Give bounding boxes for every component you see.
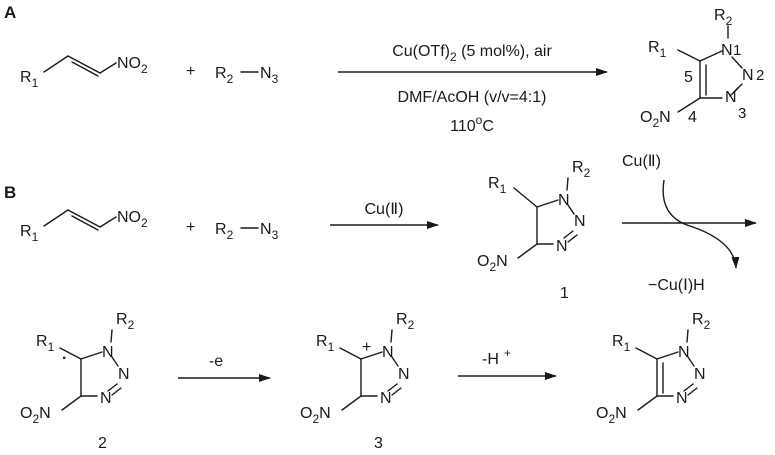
svg-text:O2N: O2N	[596, 405, 627, 426]
svg-text:O2N: O2N	[640, 109, 671, 130]
svg-text:N: N	[676, 390, 688, 407]
cation-intermediate-3: R2 N N N R1 + O2N	[300, 311, 415, 426]
svg-text:R1: R1	[612, 333, 631, 354]
svg-text:N: N	[556, 238, 568, 255]
compound-label-2: 2	[98, 435, 107, 452]
panel-label-b: B	[4, 183, 16, 202]
compound-label-1: 1	[560, 285, 569, 302]
svg-text:2: 2	[756, 67, 764, 84]
svg-text:R2: R2	[714, 7, 733, 28]
svg-text:O2N: O2N	[300, 405, 331, 426]
compound-label-3: 3	[374, 435, 383, 452]
svg-text:NO2: NO2	[117, 209, 148, 230]
svg-text:R1: R1	[20, 69, 39, 90]
condition-temperature: 110oC	[450, 113, 494, 135]
svg-text:4: 4	[688, 109, 697, 126]
svg-text:R2: R2	[572, 159, 591, 180]
svg-text:R1: R1	[316, 333, 335, 354]
nitroalkene-b: R1 NO2	[20, 209, 148, 244]
final-triazole-product: R2 N N N R1 O2N	[596, 311, 711, 426]
svg-text:N: N	[100, 390, 112, 407]
svg-text:N: N	[380, 390, 392, 407]
azide-a: R2 N3	[215, 65, 279, 86]
svg-text:R2: R2	[692, 311, 711, 332]
svg-text:N: N	[118, 366, 130, 383]
svg-text:N: N	[694, 366, 706, 383]
plus-sign-b: +	[186, 219, 195, 236]
catalyst-in-label: Cu(Ⅱ)	[622, 153, 661, 170]
svg-text:R2: R2	[396, 311, 415, 332]
svg-text:R2: R2	[116, 311, 135, 332]
svg-text:+: +	[362, 339, 371, 356]
svg-text:O2N: O2N	[20, 405, 51, 426]
svg-text:N: N	[102, 344, 114, 361]
product-triazole-a: R2 N 1 N 2 N 3 5 4 R1 O2N	[640, 7, 764, 130]
panel-label-a: A	[4, 3, 16, 22]
svg-text:N: N	[398, 366, 410, 383]
svg-text:·: ·	[62, 350, 67, 367]
step-electron-loss: -e	[209, 353, 223, 370]
svg-text:3: 3	[738, 105, 746, 122]
catalyst-out-label: −Cu(Ⅰ)H	[648, 277, 705, 294]
svg-text:5: 5	[684, 69, 693, 86]
svg-text:R2: R2	[215, 65, 234, 86]
svg-text:N: N	[721, 42, 733, 59]
svg-text:R1: R1	[648, 39, 667, 60]
radical-intermediate-2: R2 N N N R1 · O2N	[20, 311, 135, 426]
condition-solvent: DMF/AcOH (v/v=4:1)	[398, 89, 547, 106]
condition-catalyst: Cu(OTf)2 (5 mol%), air	[392, 43, 552, 64]
svg-text:R1: R1	[488, 175, 507, 196]
svg-text:1: 1	[733, 42, 741, 59]
svg-text:N: N	[382, 344, 394, 361]
nitroalkene-a: R1 NO2	[20, 55, 148, 90]
svg-text:R2: R2	[215, 221, 234, 242]
triazoline-1: R2 N N N R1 O2N	[477, 159, 591, 274]
svg-text:N3: N3	[260, 221, 279, 242]
catalytic-arrow	[622, 179, 757, 269]
condition-cu-ii: Cu(Ⅱ)	[365, 201, 404, 218]
svg-text:O2N: O2N	[477, 253, 508, 274]
svg-text:N: N	[725, 89, 737, 106]
svg-text:R1: R1	[20, 223, 39, 244]
svg-text:N: N	[574, 213, 586, 230]
svg-text:N: N	[742, 67, 754, 84]
step-proton-loss: -H+	[482, 346, 511, 368]
svg-text:N3: N3	[260, 65, 279, 86]
azide-b: R2 N3	[215, 221, 279, 242]
svg-text:N: N	[558, 192, 570, 209]
plus-sign-a: +	[186, 63, 195, 80]
svg-text:NO2: NO2	[117, 55, 148, 76]
svg-text:R1: R1	[36, 333, 55, 354]
svg-text:N: N	[678, 344, 690, 361]
